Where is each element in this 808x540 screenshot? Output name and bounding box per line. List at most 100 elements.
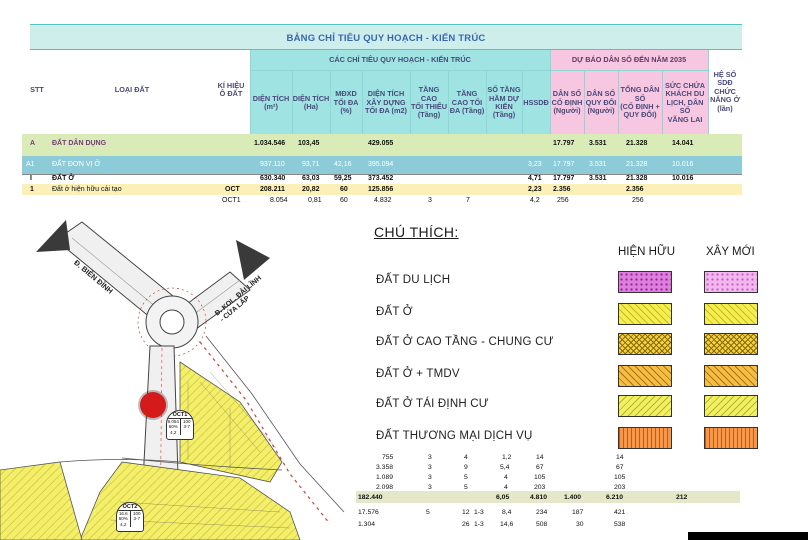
col-header-density: MĐXD TỐI ĐA (%): [333, 89, 359, 116]
map-drawing: [0, 220, 345, 540]
row-i-total-pop: 21.328: [626, 175, 648, 182]
row-a-fixed-pop: 17.797: [553, 140, 575, 147]
swatch-highrise-new: [704, 333, 758, 355]
row-1-name: Đất ở hiện hữu cải tạo: [52, 186, 122, 193]
swatch-mixed-new: [704, 365, 758, 387]
row-i-capacity: 10.016: [672, 175, 694, 182]
row-a1-area-ha: 93,71: [302, 161, 320, 168]
planning-map: Đ. BIÊN ĐÌNH Đ. KOL. ĐẢI LĨNH - CỬA LẤP …: [0, 212, 356, 540]
row-i-name: ĐẤT Ở: [52, 175, 75, 182]
col-header-total-pop: TỔNG DÂN SỐ (CỐ ĐỊNH + QUY ĐỔI): [620, 85, 660, 120]
lower-r1-far: 5,4: [500, 464, 510, 471]
table-row: [22, 195, 742, 206]
row-i-fixed-pop: 17.797: [553, 175, 575, 182]
lower-r0-floor-area: 755: [382, 454, 394, 461]
header-planning: [250, 50, 550, 134]
swatch-commercial-existing: [618, 427, 672, 449]
row-oct1-floor-area: 4.832: [374, 197, 392, 204]
row-a1-fixed-pop: 17.797: [553, 161, 575, 168]
lower-r6-far: 14,6: [500, 521, 514, 528]
row-oct1-area-m2: 8.054: [270, 197, 288, 204]
lower-r0-total-pop: 14: [616, 454, 624, 461]
lot-tag-oct1-f0: 100: [182, 419, 191, 425]
row-i-converted-pop: 3.531: [589, 175, 607, 182]
row-1-stt: 1: [30, 186, 34, 193]
parcel-west: [0, 461, 83, 540]
swatch-residential-new: [704, 303, 758, 325]
lot-tag-oct1-d0: 8.054: [167, 419, 179, 425]
row-1-fixed-pop: 2.356: [553, 186, 571, 193]
col-header-basements: SỐ TẦNG HẦM DỰ KIẾN (Tầng): [487, 85, 521, 120]
black-bar: [688, 532, 808, 540]
lower-r6-max-floors: 1-3: [474, 521, 484, 528]
lower-r1-floor-area: 3.358: [376, 464, 394, 471]
lower-r6-fixed-pop: 508: [536, 521, 548, 528]
lower-r4-far: 6,05: [496, 494, 510, 501]
row-a-name: ĐẤT DÂN DỤNG: [52, 140, 107, 147]
lower-r1-min-floors: 3: [428, 464, 432, 471]
row-1-far: 2,23: [528, 186, 542, 193]
row-oct1-density: 60: [340, 197, 348, 204]
lower-r6-min-floors: 26: [462, 521, 470, 528]
table-row: [22, 174, 742, 184]
row-oct1-far: 4,2: [530, 197, 540, 204]
row-a1-far: 3,23: [528, 161, 542, 168]
row-a1-stt: A1: [26, 161, 35, 168]
lower-r5-max-floors: 1-3: [474, 509, 484, 516]
lower-r0-far: 1,2: [502, 454, 512, 461]
col-header-max-floors: TẦNG CAO TỐI ĐA (Tầng): [449, 89, 485, 116]
row-oct1-max-floors: 7: [466, 197, 470, 204]
row-1-area-ha: 20,82: [302, 186, 320, 193]
lot-tag-oct2-d1: 60%: [118, 516, 128, 522]
header-left: [22, 50, 250, 134]
lower-r2-min-floors: 3: [428, 474, 432, 481]
lower-r2-max-floors: 5: [464, 474, 468, 481]
row-i-area-ha: 63,03: [302, 175, 320, 182]
row-1-total-pop: 2.356: [626, 186, 644, 193]
location-marker-icon[interactable]: [140, 392, 166, 418]
table-row: [22, 156, 742, 174]
lot-tag-oct1-f1: 3-7: [183, 424, 190, 430]
col-header-floor-area: DIỆN TÍCH XÂY DỰNG TỐI ĐA (m2): [365, 89, 407, 116]
lot-tag-oct1-d1: 60%: [168, 424, 178, 430]
lower-r3-floor-area: 2.098: [376, 484, 394, 491]
lower-r5-converted-pop: 187: [572, 509, 584, 516]
col-header-area-ha: DIỆN TÍCH (Ha): [292, 93, 330, 111]
legend-label-highrise: ĐẤT Ở CAO TẦNG - CHUNG CƯ: [376, 336, 554, 348]
col-header-far: HSSDĐ: [523, 97, 549, 107]
table-row-highlight: [350, 491, 740, 503]
col-header-func-coef: HỆ SỐ SDĐ CHỨC NĂNG Ở (lần): [710, 70, 740, 113]
table-lower-fragment: 755 3 4 1,2 14 14 3.358 3 9 5,4 67 67 1.…: [350, 448, 740, 540]
col-header-fixed-pop: DÂN SỐ CỐ ĐỊNH (Người): [551, 89, 583, 116]
row-a-capacity: 14.041: [672, 140, 694, 147]
lower-r2-fixed-pop: 105: [534, 474, 546, 481]
lower-r1-fixed-pop: 67: [536, 464, 544, 471]
table-title: BẢNG CHỈ TIÊU QUY HOẠCH - KIẾN TRÚC: [286, 32, 486, 44]
lot-tag-oct2-name: OCT2: [117, 503, 143, 512]
col-header-capacity: SỨC CHỨA KHÁCH DU LỊCH, DÂN SỐ VÃNG LAI: [664, 81, 706, 124]
lower-r4-converted-pop: 1.400: [564, 494, 582, 501]
row-i-far: 4,71: [528, 175, 542, 182]
lot-tag-oct2[interactable]: OCT2 16.6 60% 4,2 100 3-7: [116, 502, 144, 532]
col-header-min-floors: TẦNG CAO TỐI THIỂU (Tầng): [410, 85, 448, 120]
lower-r6-total-pop: 538: [614, 521, 626, 528]
lower-r0-fixed-pop: 14: [536, 454, 544, 461]
lower-r0-min-floors: 3: [428, 454, 432, 461]
lower-r1-max-floors: 9: [464, 464, 468, 471]
legend-label-commercial: ĐẤT THƯƠNG MẠI DỊCH VỤ: [376, 430, 533, 442]
row-oct1-fixed-pop: 256: [557, 197, 569, 204]
parcel-oct1: [179, 361, 283, 483]
legend-col-existing: HIỆN HỮU: [618, 246, 676, 258]
lower-r2-total-pop: 105: [614, 474, 626, 481]
legend-panel: CHÚ THÍCH: HIỆN HỮU XÂY MỚI ĐẤT DU LỊCH …: [356, 210, 808, 449]
header-right: [708, 50, 742, 134]
lot-tag-oct1-name: OCT1: [167, 411, 193, 420]
arrow-nw-icon: [36, 220, 70, 252]
legend-label-mixed: ĐẤT Ở + TMDV: [376, 368, 460, 380]
swatch-tourism-new: [704, 271, 758, 293]
row-a1-density: 42,16: [334, 161, 352, 168]
arrow-ne-icon: [236, 240, 270, 280]
lot-tag-oct2-d0: 16.6: [118, 511, 128, 517]
row-1-area-m2: 208.211: [260, 186, 285, 193]
lot-tag-oct1[interactable]: OCT1 8.054 60% 4,2 100 3-7: [166, 410, 194, 440]
